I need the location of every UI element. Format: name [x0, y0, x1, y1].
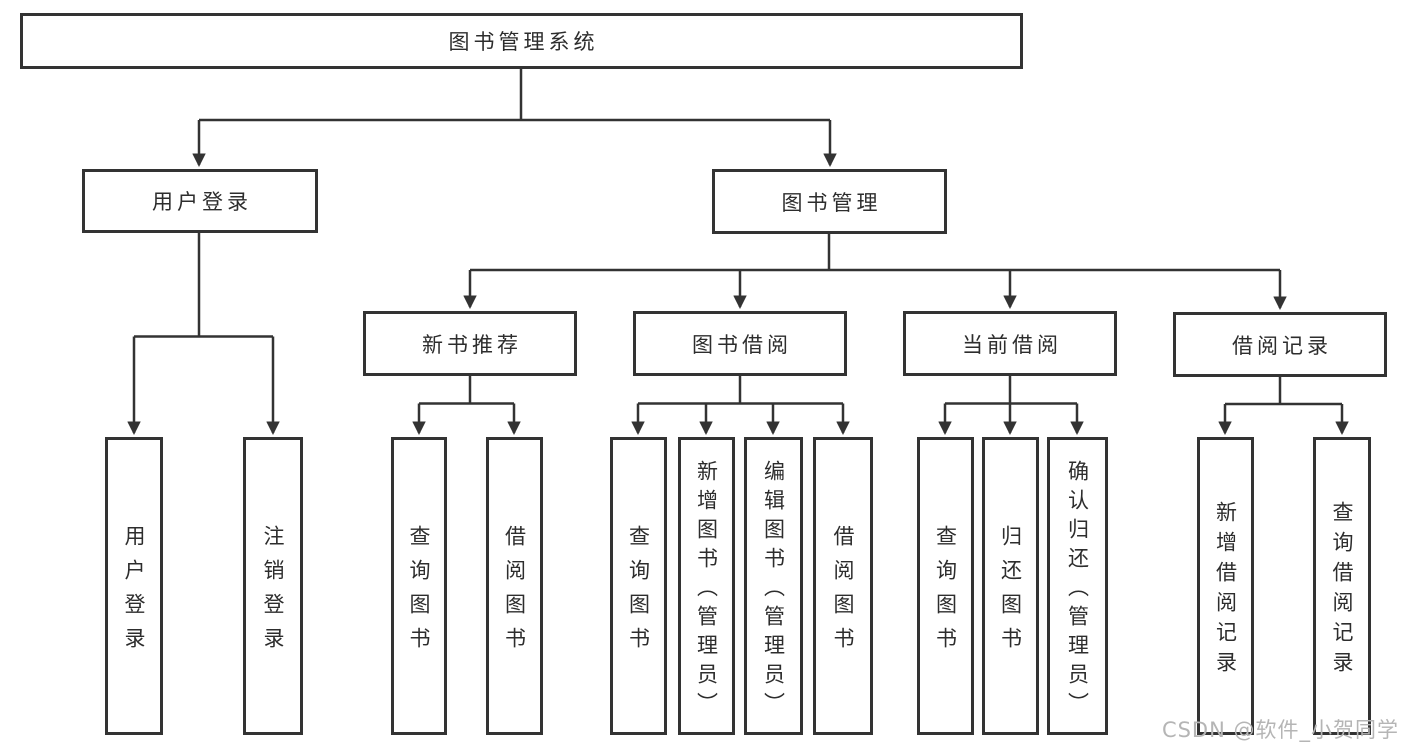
node-current-borrowing: 当前借阅 — [903, 311, 1117, 376]
leaf-borrow-borrow-books-label: 借阅图书 — [831, 524, 855, 661]
leaf-rec-query-books-label: 查询图书 — [407, 524, 431, 661]
leaf-borrow-query-books-label: 查询图书 — [626, 524, 651, 661]
leaf-add-borrow-record-label: 新增借阅记录 — [1213, 500, 1238, 681]
leaf-logout-login-label: 注销登录 — [261, 524, 285, 661]
node-new-book-recommend-label: 新书推荐 — [422, 332, 522, 357]
node-user-login: 用户登录 — [82, 169, 318, 233]
node-library-system-label: 图书管理系统 — [448, 30, 599, 54]
leaf-edit-books-admin-label: 编辑图书（管理员） — [761, 459, 786, 721]
leaf-confirm-return-admin: 确认归还（管理员） — [1047, 437, 1108, 735]
node-library-system: 图书管理系统 — [20, 13, 1023, 69]
leaf-rec-borrow-books-label: 借阅图书 — [502, 524, 527, 661]
node-book-borrowing-label: 图书借阅 — [692, 332, 792, 357]
leaf-confirm-return-admin-label: 确认归还（管理员） — [1065, 459, 1090, 721]
leaf-edit-books-admin: 编辑图书（管理员） — [744, 437, 803, 735]
node-current-borrowing-label: 当前借阅 — [962, 332, 1062, 357]
node-book-management: 图书管理 — [712, 169, 947, 234]
leaf-current-query-books-label: 查询图书 — [933, 524, 958, 661]
leaf-logout-login: 注销登录 — [243, 437, 303, 735]
leaf-rec-query-books: 查询图书 — [391, 437, 447, 735]
leaf-add-books-admin: 新增图书（管理员） — [678, 437, 735, 735]
leaf-add-books-admin-label: 新增图书（管理员） — [694, 459, 719, 721]
leaf-borrow-borrow-books: 借阅图书 — [813, 437, 873, 735]
leaf-borrow-query-books: 查询图书 — [610, 437, 667, 735]
leaf-query-borrow-record-label: 查询借阅记录 — [1330, 500, 1354, 681]
csdn-watermark: CSDN @软件_小贺同学 — [1161, 718, 1399, 742]
leaf-current-query-books: 查询图书 — [917, 437, 974, 735]
node-book-borrowing: 图书借阅 — [633, 311, 847, 376]
leaf-add-borrow-record: 新增借阅记录 — [1197, 437, 1254, 735]
leaf-rec-borrow-books: 借阅图书 — [486, 437, 543, 735]
leaf-return-books-label: 归还图书 — [998, 524, 1023, 661]
node-borrow-records-label: 借阅记录 — [1232, 333, 1332, 358]
node-new-book-recommend: 新书推荐 — [363, 311, 577, 376]
leaf-return-books: 归还图书 — [982, 437, 1039, 735]
node-borrow-records: 借阅记录 — [1173, 312, 1387, 377]
leaf-query-borrow-record: 查询借阅记录 — [1313, 437, 1371, 735]
leaf-user-login: 用户登录 — [105, 437, 163, 735]
node-book-management-label: 图书管理 — [781, 190, 882, 215]
leaf-user-login-label: 用户登录 — [122, 524, 146, 661]
node-user-login-label: 用户登录 — [152, 190, 252, 214]
